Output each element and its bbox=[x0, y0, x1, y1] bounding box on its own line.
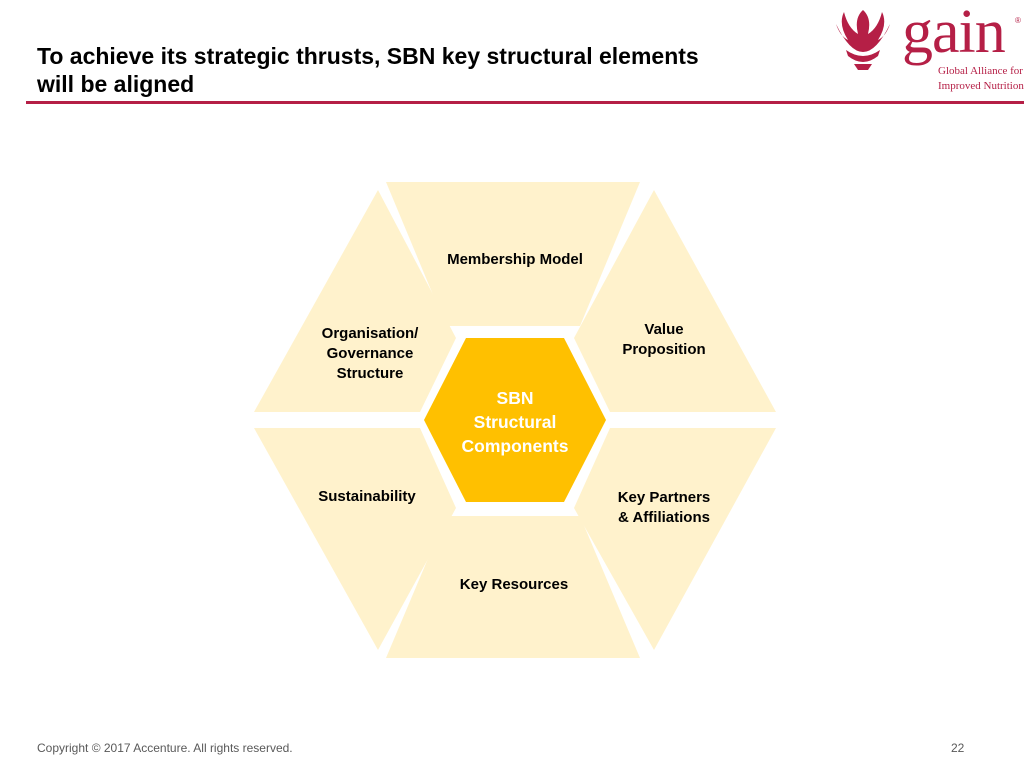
label-structure-text: Structure bbox=[336, 365, 404, 382]
label-sustainability: Sustainability bbox=[318, 487, 416, 507]
segment-lower-left bbox=[254, 428, 456, 650]
segment-upper-right bbox=[574, 190, 776, 412]
label-governance-text: Governance bbox=[326, 345, 414, 362]
wheat-emblem-icon bbox=[836, 10, 890, 70]
label-key-resources-text: Key Resources bbox=[459, 576, 569, 593]
segment-bottom bbox=[386, 516, 640, 658]
label-organisation-governance: Organisation/ Governance Structure bbox=[322, 324, 419, 384]
footer-copyright: Copyright © 2017 Accenture. All rights r… bbox=[37, 741, 293, 755]
center-label: SBN Structural Components bbox=[462, 386, 569, 458]
segment-lower-right bbox=[574, 428, 776, 650]
label-key-partners: Key Partners & Affiliations bbox=[618, 488, 711, 528]
label-affiliations-text: & Affiliations bbox=[618, 509, 710, 526]
label-value-proposition: Value Proposition bbox=[622, 320, 705, 360]
label-membership-model-text: Membership Model bbox=[447, 251, 583, 268]
center-label-line-3: Components bbox=[461, 436, 569, 456]
label-key-partners-text: Key Partners bbox=[617, 489, 711, 506]
page-title-line-1: To achieve its strategic thrusts, SBN ke… bbox=[37, 43, 699, 69]
label-value-text: Value bbox=[644, 321, 684, 338]
label-proposition-text: Proposition bbox=[622, 341, 706, 358]
page-number: 22 bbox=[951, 741, 965, 755]
center-label-line-2: Structural bbox=[473, 412, 557, 432]
logo-tagline-line-1: Global Alliance for bbox=[938, 65, 1023, 77]
label-organisation-text: Organisation/ bbox=[321, 325, 419, 342]
logo-tagline-line-2: Improved Nutrition bbox=[938, 80, 1024, 92]
logo-wordmark: gain bbox=[902, 0, 1006, 66]
page-title: To achieve its strategic thrusts, SBN ke… bbox=[37, 42, 797, 98]
label-membership-model: Membership Model bbox=[447, 250, 583, 270]
logo-tagline: Global Alliance for Improved Nutrition bbox=[938, 64, 1024, 94]
page-title-line-2: will be aligned bbox=[37, 71, 195, 97]
segment-top bbox=[386, 182, 640, 326]
title-divider bbox=[26, 101, 1024, 104]
hexagon-segments bbox=[254, 182, 776, 658]
label-key-resources: Key Resources bbox=[460, 575, 568, 595]
segment-upper-left bbox=[254, 190, 456, 412]
gain-logo: gain ® Global Alliance for Improved Nutr… bbox=[828, 0, 1024, 98]
center-label-line-1: SBN bbox=[496, 388, 534, 408]
registered-mark: ® bbox=[1015, 16, 1021, 25]
center-hexagon bbox=[424, 338, 606, 502]
sbn-hexagon-diagram: Membership Model Value Proposition Key P… bbox=[250, 178, 780, 663]
label-sustainability-text: Sustainability bbox=[318, 488, 416, 505]
